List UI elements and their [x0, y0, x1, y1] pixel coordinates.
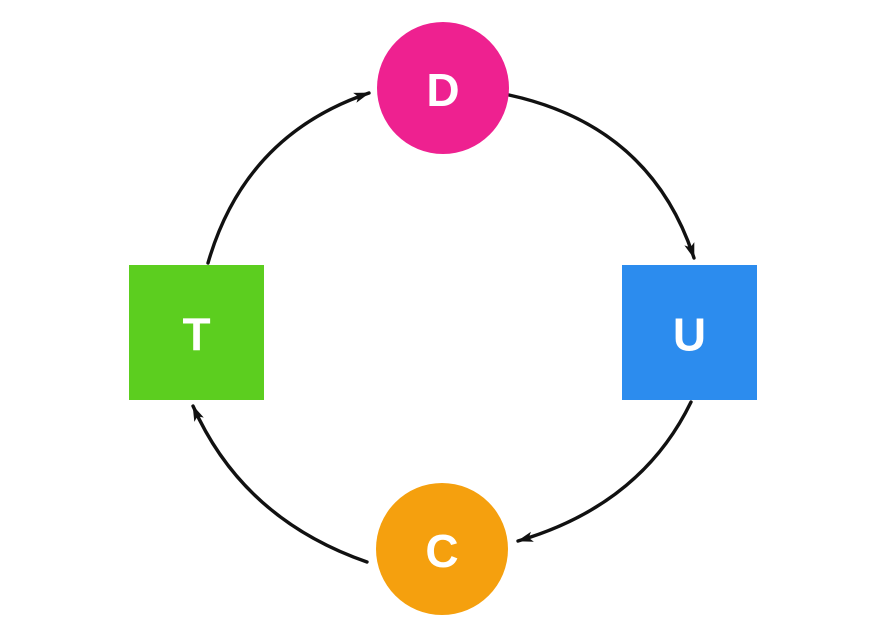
node-C: C	[376, 483, 508, 615]
node-T-shape	[129, 265, 264, 400]
node-D-label: D	[426, 64, 459, 116]
node-U: U	[622, 265, 757, 400]
edge-T-D-arrow	[206, 91, 371, 265]
node-C-shape	[376, 483, 508, 615]
node-D-shape	[377, 22, 509, 154]
edge-U-C-arrow	[516, 400, 693, 543]
node-D: D	[377, 22, 509, 154]
node-T-label: T	[182, 308, 210, 360]
node-C-label: C	[425, 525, 458, 577]
node-U-shape	[622, 265, 757, 400]
node-T: T	[129, 265, 264, 400]
edge-C-T-arrow	[191, 404, 369, 564]
edge-D-U-arrow	[507, 93, 696, 260]
node-U-label: U	[673, 308, 706, 360]
